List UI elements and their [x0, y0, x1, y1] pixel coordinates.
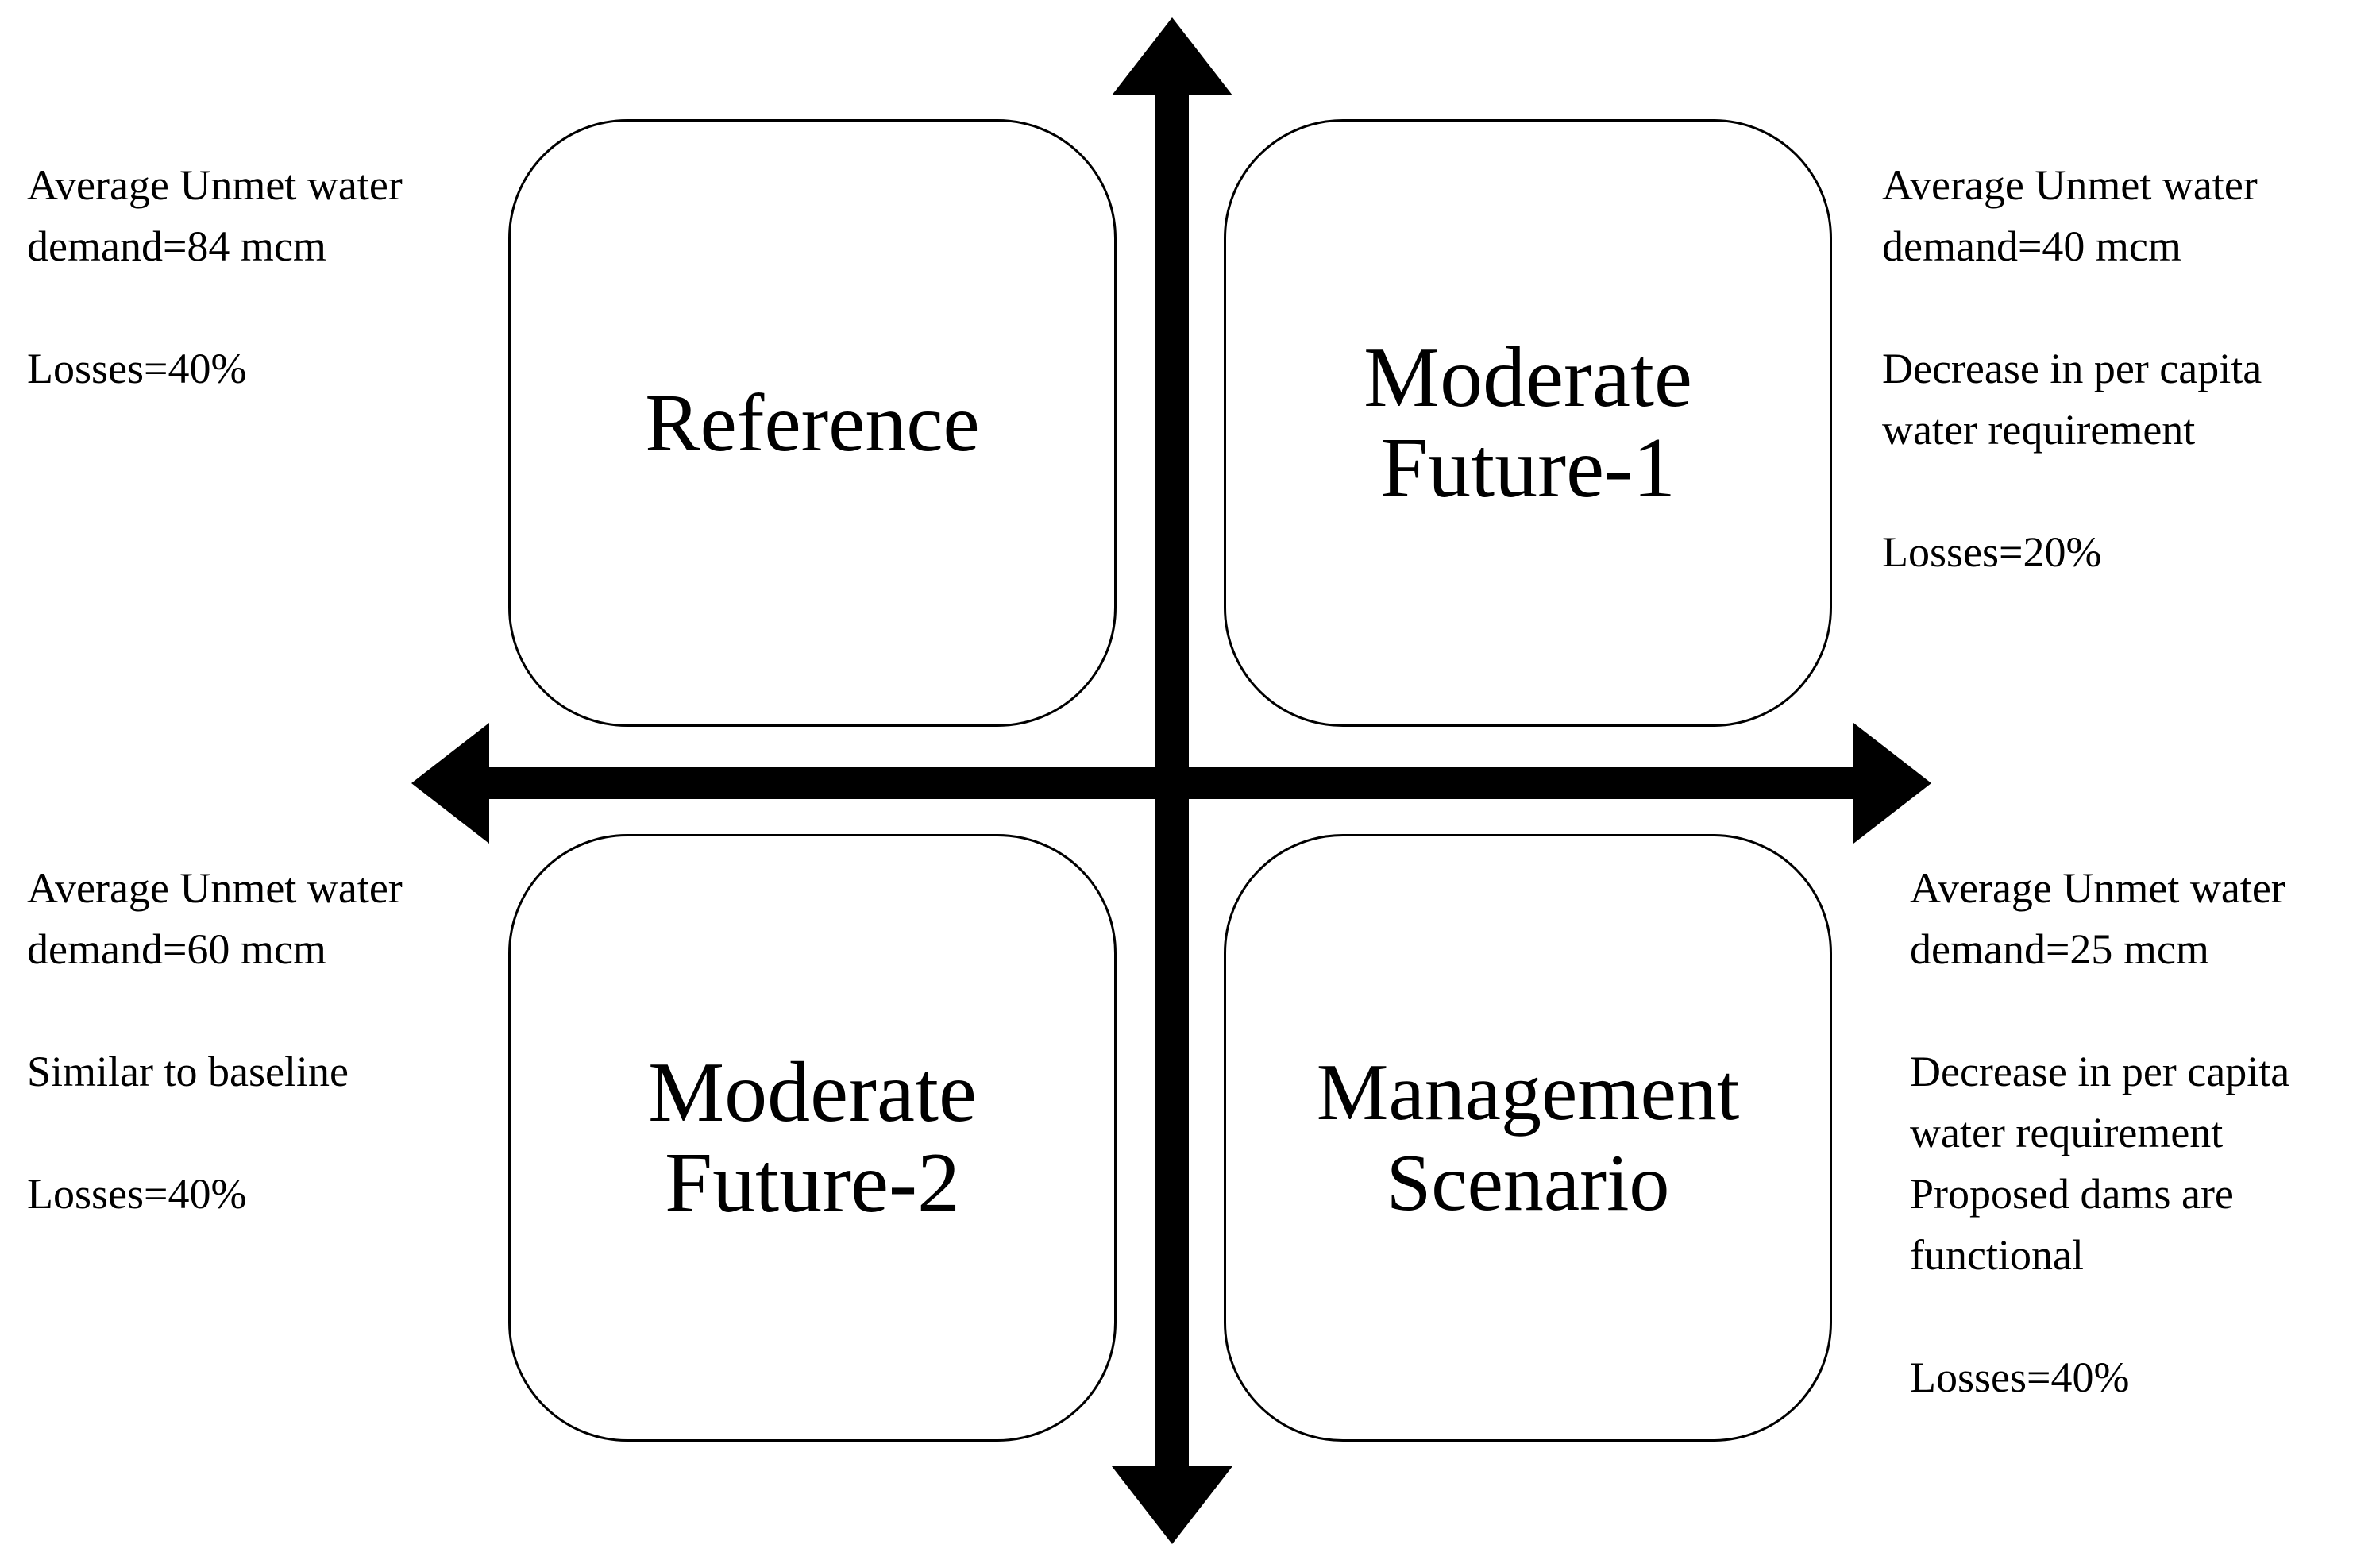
note-line: Similar to baseline — [27, 1048, 349, 1095]
note-line: Average Unmet water — [27, 161, 403, 209]
right-arrow-head — [1853, 723, 1931, 844]
management-scenario-box: Management Scenario — [1224, 834, 1832, 1442]
note-line: Average Unmet water — [27, 864, 403, 912]
up-arrow-head — [1112, 17, 1232, 95]
note-spacer — [27, 277, 403, 338]
note-line: Losses=40% — [1910, 1353, 2130, 1401]
note-spacer — [1882, 461, 2262, 522]
moderate-future-2-box: Moderate Future-2 — [508, 834, 1117, 1442]
down-arrow-head — [1112, 1466, 1232, 1544]
box-title-line: Future-2 — [665, 1135, 960, 1230]
note-spacer — [1910, 980, 2289, 1041]
note-spacer — [27, 1102, 403, 1164]
note-line: Proposed dams are — [1910, 1170, 2234, 1218]
note-line: demand=60 mcm — [27, 925, 326, 973]
note-line: Decrease in per capita — [1882, 345, 2262, 392]
note-spacer — [1910, 1286, 2289, 1347]
note-line: water requirement — [1882, 406, 2196, 454]
management-scenario-notes: Average Unmet water demand=25 mcm Decrea… — [1910, 858, 2289, 1408]
reference-box: Reference — [508, 119, 1117, 727]
note-line: functional — [1910, 1231, 2084, 1279]
box-title-line: Management — [1316, 1047, 1740, 1137]
note-line: Losses=20% — [1882, 528, 2102, 576]
note-spacer — [27, 980, 403, 1041]
box-title-line: Moderate — [648, 1045, 977, 1140]
moderate-future-2-notes: Average Unmet water demand=60 mcm Simila… — [27, 858, 403, 1225]
note-line: Average Unmet water — [1910, 864, 2285, 912]
moderate-future-1-box: Moderate Future-1 — [1224, 119, 1832, 727]
note-line: Losses=40% — [27, 1170, 247, 1218]
note-line: Average Unmet water — [1882, 161, 2258, 209]
note-line: demand=40 mcm — [1882, 222, 2181, 270]
note-line: demand=25 mcm — [1910, 925, 2209, 973]
note-spacer — [1882, 277, 2262, 338]
box-title-line: Future-1 — [1380, 420, 1676, 515]
note-line: water requirement — [1910, 1109, 2224, 1156]
box-title-line: Reference — [645, 376, 980, 469]
left-arrow-head — [411, 723, 489, 844]
moderate-future-1-notes: Average Unmet water demand=40 mcm Decrea… — [1882, 155, 2262, 583]
horizontal-axis-shaft — [476, 767, 1906, 799]
note-line: demand=84 mcm — [27, 222, 326, 270]
note-line: Decrease in per capita — [1910, 1048, 2290, 1095]
note-line: Losses=40% — [27, 345, 247, 392]
box-title-line: Scenario — [1386, 1137, 1670, 1228]
box-title-line: Moderate — [1364, 330, 1692, 425]
reference-notes: Average Unmet water demand=84 mcm Losses… — [27, 155, 403, 400]
